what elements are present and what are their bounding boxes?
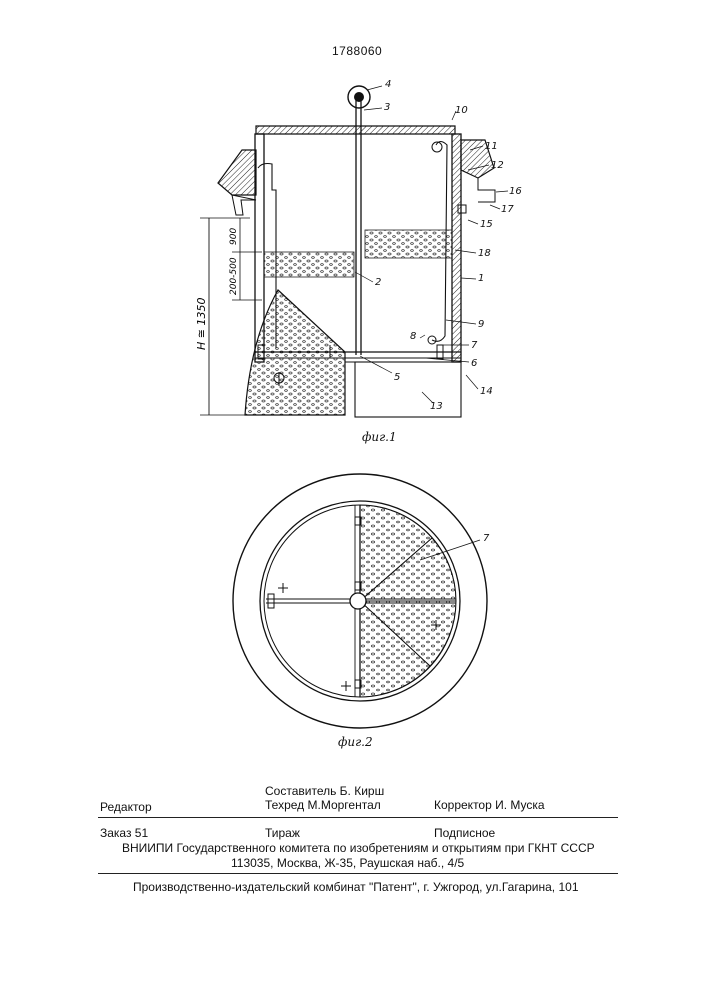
figure-2-caption: фиг.2 <box>338 735 373 749</box>
callout-14: 14 <box>480 385 493 399</box>
figure-1-caption: фиг.1 <box>362 430 397 444</box>
divider-1 <box>98 817 618 818</box>
editor-label: Редактор <box>100 800 152 814</box>
corrector: Корректор И. Муска <box>434 798 545 812</box>
base-chamber <box>355 362 461 417</box>
callout-6: 6 <box>471 357 477 371</box>
callout-5: 5 <box>394 371 400 385</box>
figure-2-drawing <box>0 460 707 760</box>
callout-2: 2 <box>375 276 381 290</box>
callout-7: 7 <box>471 339 477 353</box>
compiler: Составитель Б. Кирш <box>265 784 384 798</box>
dim-range: 200-500 <box>229 257 239 295</box>
callout-4: 4 <box>385 78 391 92</box>
circulation: Тираж <box>265 826 300 840</box>
figure-1-drawing: H ≅ 1350 200-500 900 <box>0 0 707 450</box>
callout-10: 10 <box>455 104 468 118</box>
callout-7-plan: 7 <box>483 532 489 546</box>
left-rim <box>218 150 256 195</box>
address: 113035, Москва, Ж-35, Раушская наб., 4/5 <box>231 856 464 870</box>
order: Заказ 51 <box>100 826 148 840</box>
filter-layer-upper <box>365 230 452 258</box>
callout-1: 1 <box>478 272 484 286</box>
institute: ВНИИПИ Государственного комитета по изоб… <box>122 841 595 855</box>
callout-16: 16 <box>509 185 522 199</box>
divider-2 <box>98 873 618 874</box>
callout-17: 17 <box>501 203 514 217</box>
centre-hub <box>350 593 366 609</box>
callout-9: 9 <box>478 318 484 332</box>
dim-height: H ≅ 1350 <box>195 298 208 350</box>
publisher: Производственно-издательский комбинат "П… <box>133 880 579 894</box>
callout-13: 13 <box>430 400 443 414</box>
techred: Техред М.Моргентал <box>265 798 381 812</box>
dim-gap: 900 <box>229 228 239 245</box>
callout-11: 11 <box>485 140 498 154</box>
callout-18: 18 <box>478 247 491 261</box>
callout-12: 12 <box>491 159 504 173</box>
callout-8: 8 <box>410 330 416 344</box>
callout-15: 15 <box>480 218 493 232</box>
right-wall <box>452 134 461 362</box>
callout-3: 3 <box>384 101 390 115</box>
filter-layer-left <box>264 252 354 277</box>
subscription: Подписное <box>434 826 495 840</box>
